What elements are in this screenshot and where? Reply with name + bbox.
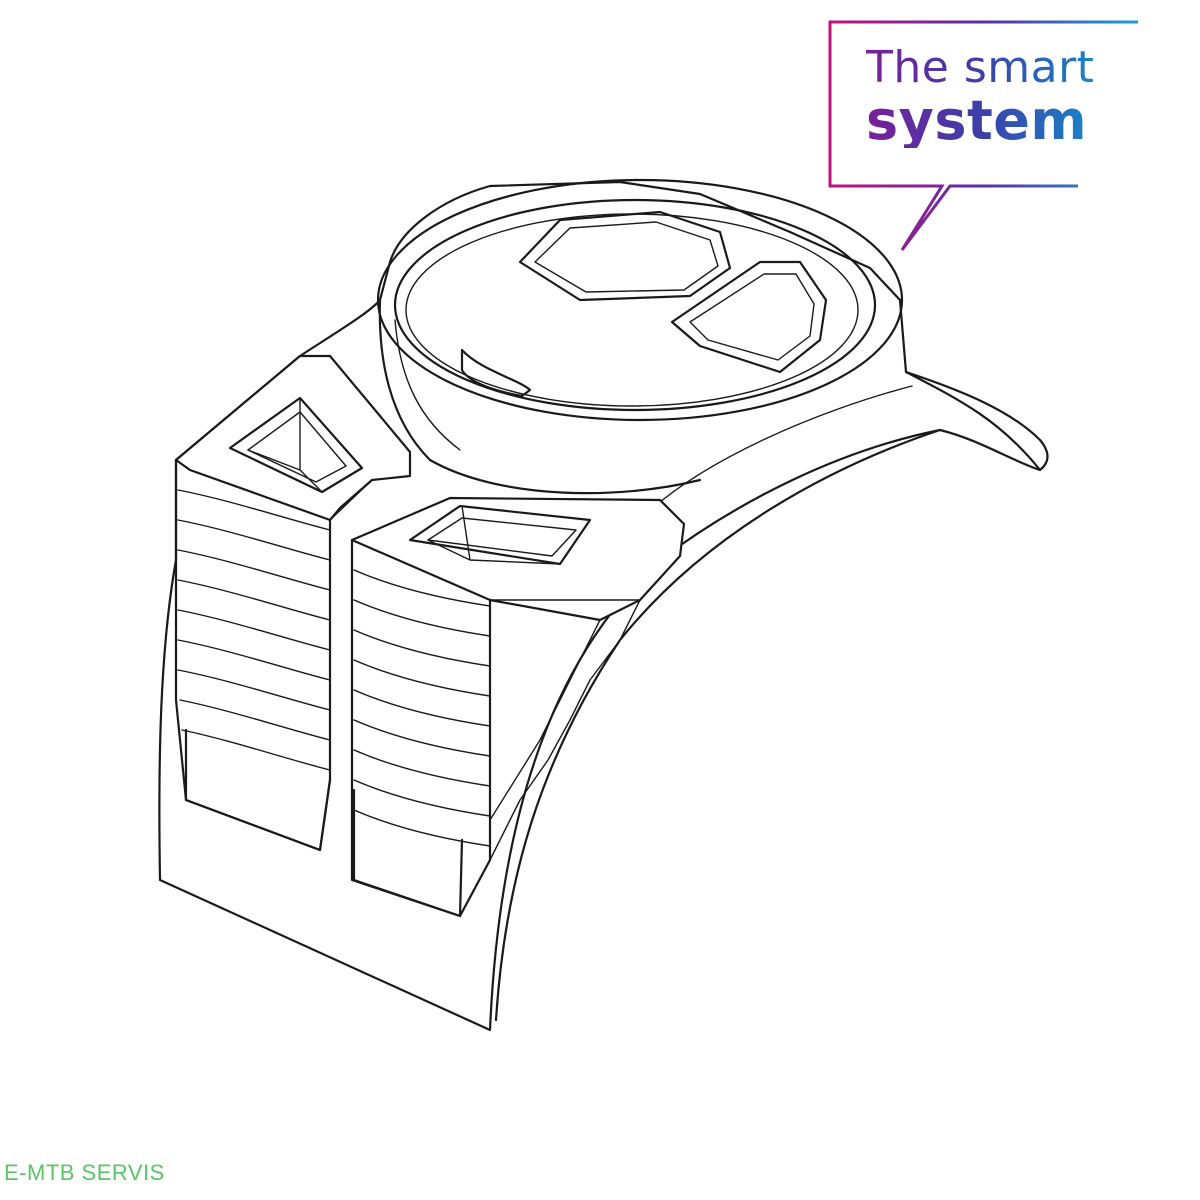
right-tower-rib: [353, 599, 491, 637]
left-tower-rib: [177, 489, 331, 531]
left-tower-rib: [181, 729, 331, 771]
watermark-label: E-MTB SERVIS: [4, 1160, 165, 1185]
right-tower-foot: [352, 788, 464, 918]
left-tower-socket: [228, 396, 364, 494]
left-tower-fold: [329, 479, 373, 521]
base-saddle-inner-curve: [904, 370, 1042, 472]
right-tower-socket: [408, 504, 592, 566]
right-tower-rib: [353, 689, 491, 727]
socket-right-inner: [689, 273, 815, 361]
stepped-flank: [489, 599, 641, 861]
smart-system-badge-frame: [828, 20, 1138, 251]
right-tower-top: [350, 496, 686, 622]
cradle-rim: [405, 213, 859, 407]
left-tower-rib: [177, 669, 331, 711]
right-tower-socket-inner: [427, 517, 577, 557]
right-tower-rib: [353, 779, 491, 817]
stepped-flank-inner: [489, 619, 601, 821]
cradle-wall: [378, 298, 702, 495]
right-tower-rib: [353, 659, 491, 697]
cradle-outer-ring: [376, 178, 904, 422]
right-tower-rib: [353, 809, 491, 847]
socket-top-inner: [534, 221, 719, 293]
right-tower-rib: [353, 749, 491, 787]
left-tower-rib: [179, 699, 331, 741]
badge-line-1: The smart: [866, 42, 1095, 93]
socket-tab: [460, 348, 532, 398]
badge-line-2: system: [866, 89, 1088, 152]
left-tower-foot: [184, 728, 332, 852]
left-tower-rib: [177, 579, 331, 621]
base-saddle-rim: [639, 385, 913, 521]
left-tower-body: [174, 458, 332, 852]
left-tower-rib: [177, 519, 331, 561]
left-tower-rib: [177, 549, 331, 591]
left-tower-socket-fold: [247, 397, 323, 493]
right-tower-rib: [353, 629, 491, 667]
socket-top: [518, 210, 732, 302]
left-tower-rib: [177, 639, 331, 681]
left-tower-rib: [177, 609, 331, 651]
left-tower-socket-inner: [247, 411, 347, 483]
left-tower-top: [174, 354, 412, 522]
socket-right: [670, 260, 828, 374]
smart-system-badge: The smart system: [866, 46, 1094, 148]
cradle-lip: [394, 319, 461, 451]
cradle-inner-ring: [393, 198, 877, 412]
right-tower-rib: [353, 719, 491, 757]
right-tower-socket-fold: [427, 505, 561, 565]
right-tower-rib: [353, 569, 491, 607]
